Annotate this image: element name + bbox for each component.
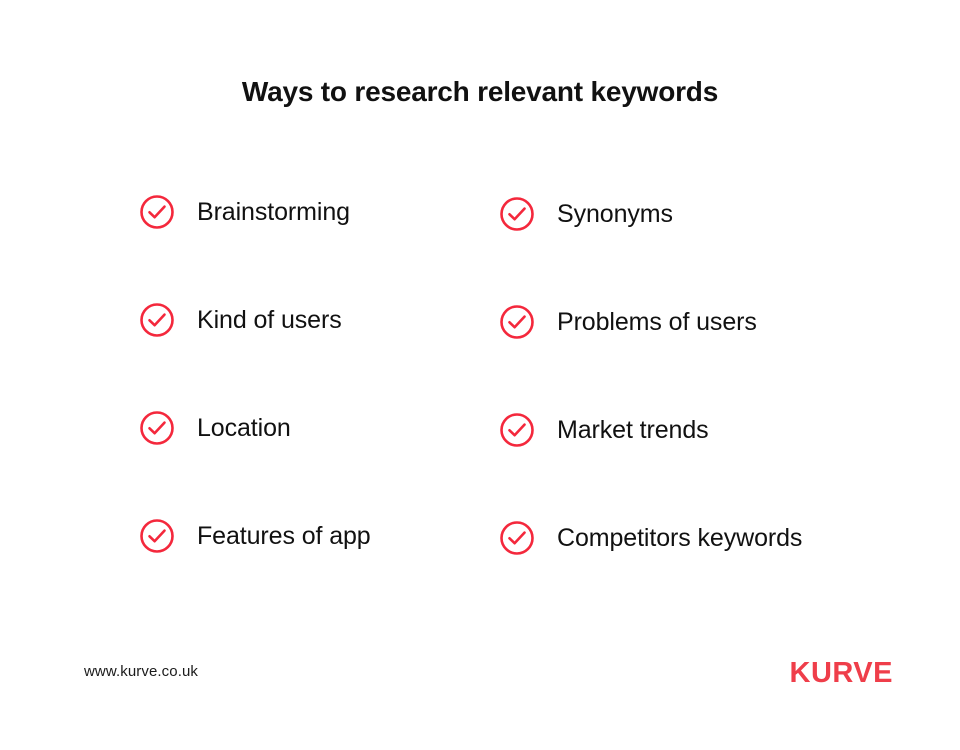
list-item-label: Market trends — [557, 416, 709, 444]
list-item: Brainstorming — [139, 190, 499, 234]
footer-website-url: www.kurve.co.uk — [84, 663, 199, 680]
list-item: Problems of users — [499, 300, 899, 344]
list-item: Synonyms — [499, 192, 899, 236]
circle-check-icon — [139, 410, 175, 446]
circle-check-icon — [499, 304, 535, 340]
list-item-label: Features of app — [197, 522, 371, 550]
list-item-label: Location — [197, 414, 291, 442]
list-item: Competitors keywords — [499, 516, 899, 560]
list-item-label: Brainstorming — [197, 198, 350, 226]
page-title: Ways to research relevant keywords — [241, 76, 719, 107]
list-item: Features of app — [139, 514, 499, 558]
circle-check-icon — [139, 302, 175, 338]
list-item-label: Kind of users — [197, 306, 342, 334]
circle-check-icon — [499, 520, 535, 556]
circle-check-icon — [139, 194, 175, 230]
list-item: Location — [139, 406, 499, 450]
circle-check-icon — [499, 412, 535, 448]
kurve-logo: KURVE — [789, 657, 893, 689]
list-item-label: Problems of users — [557, 308, 757, 336]
circle-check-icon — [499, 196, 535, 232]
list-item-label: Synonyms — [557, 200, 673, 228]
list-item: Kind of users — [139, 298, 499, 342]
circle-check-icon — [139, 518, 175, 554]
checklist-grid: Brainstorming Synonyms Kind of users — [0, 190, 960, 622]
list-item-label: Competitors keywords — [557, 524, 803, 552]
list-item: Market trends — [499, 408, 899, 452]
